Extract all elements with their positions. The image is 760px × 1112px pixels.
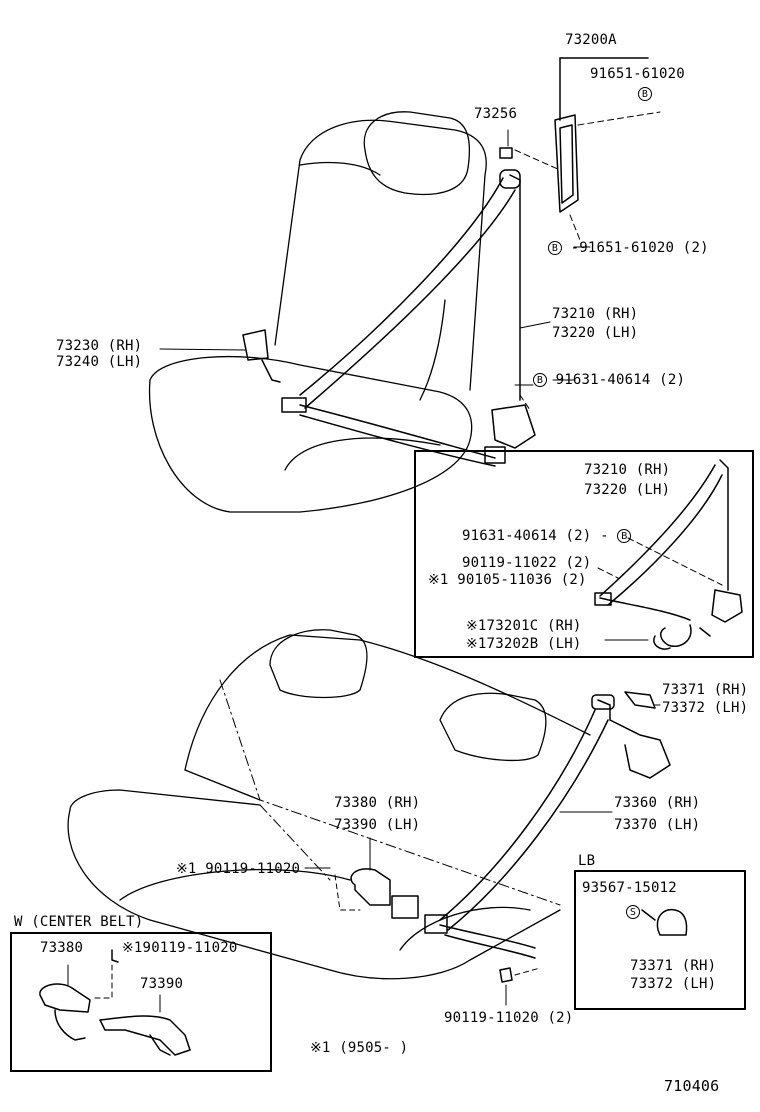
marker-s: S <box>626 904 640 921</box>
label-rear-belt-rh: 73360 (RH) <box>614 795 701 811</box>
inset-label-outer-lh: 73220 (LH) <box>584 482 671 498</box>
inset-box <box>414 450 754 658</box>
label-bolt-top: 91651-61020 <box>590 66 685 82</box>
footnote: ※1 (9505- ) <box>310 1040 409 1056</box>
label-rear-buckle-lh: 73390 (LH) <box>334 817 421 833</box>
inset-anchor-bolt-text: 91631-40614 (2) <box>462 528 592 544</box>
label-anchor-bolt: B 91631-40614 (2) <box>533 372 685 389</box>
rear-leaders <box>304 704 661 1006</box>
lb-cover-drawing <box>641 908 688 936</box>
rear-seat-drawing <box>67 629 591 980</box>
center-belt-leaders <box>67 964 161 1013</box>
inset-label-outer-rh: 73210 (RH) <box>584 462 671 478</box>
inset-label-anchor-bolt: 91631-40614 (2) - B <box>462 528 632 545</box>
lb-label-screw: 93567-15012 <box>582 880 677 896</box>
center-label-part-b: 73390 <box>140 976 184 992</box>
center-belt-dashed <box>91 964 113 999</box>
b-circle-icon: B <box>533 373 547 387</box>
label-rear-belt-lh: 73370 (LH) <box>614 817 701 833</box>
s-circle-icon: S <box>626 905 640 919</box>
front-solid-leaders <box>159 129 591 386</box>
label-buckle-lh: 73240 (LH) <box>56 354 143 370</box>
front-belt-drawing <box>242 147 536 467</box>
b-circle-icon: B <box>617 529 632 543</box>
label-cover-rh: 73371 (RH) <box>662 682 749 698</box>
inset-label-harness-lh: ※173202B (LH) <box>466 636 582 652</box>
center-label-part-a: 73380 <box>40 940 84 956</box>
bolt-lower-text: 91651-61020 (2) <box>579 240 709 256</box>
inset-dashed <box>597 537 723 586</box>
label-rear-bolt-lower: 90119-11020 (2) <box>444 1010 574 1026</box>
label-outer-lh: 73220 (LH) <box>552 325 639 341</box>
diagram-id: 710406 <box>664 1077 720 1095</box>
lb-label-cover-rh: 73371 (RH) <box>630 958 717 974</box>
anchor-bolt-text: 91631-40614 (2) <box>555 372 686 388</box>
label-rear-buckle-rh: 73380 (RH) <box>334 795 421 811</box>
height-adjuster-drawing <box>554 57 649 213</box>
inset-label-bolt-b: ※1 90105-11036 (2) <box>428 572 587 588</box>
label-cover-lh: 73372 (LH) <box>662 700 749 716</box>
rear-dashed <box>334 874 541 976</box>
label-bolt-lower: B -91651-61020 (2) <box>548 240 709 257</box>
center-belt-title: W (CENTER BELT) <box>14 914 144 930</box>
center-belt-drawing <box>39 949 191 1056</box>
front-leaders <box>514 111 661 411</box>
label-buckle-rh: 73230 (RH) <box>56 338 143 354</box>
lb-title: LB <box>578 853 596 869</box>
b-circle-icon: B <box>638 87 652 101</box>
front-seat-drawing <box>148 111 487 513</box>
center-belt-box <box>10 932 272 1072</box>
lb-label-cover-lh: 73372 (LH) <box>630 976 717 992</box>
label-assembly: 73200A <box>565 32 617 48</box>
label-clip: 73256 <box>474 106 518 122</box>
inset-label-harness-rh: ※173201C (RH) <box>466 618 582 634</box>
label-rear-bolt: ※1 90119-11020 <box>176 861 301 877</box>
label-outer-rh: 73210 (RH) <box>552 306 639 322</box>
lb-box <box>574 870 746 1010</box>
inset-label-bolt-a: 90119-11022 (2) <box>462 555 592 571</box>
center-label-bolt: ※190119-11020 <box>122 940 238 956</box>
inset-belt-drawing <box>594 459 743 650</box>
rear-belt-drawing <box>350 691 671 983</box>
b-circle-icon: B <box>548 241 562 255</box>
marker-b-top: B <box>638 86 652 103</box>
